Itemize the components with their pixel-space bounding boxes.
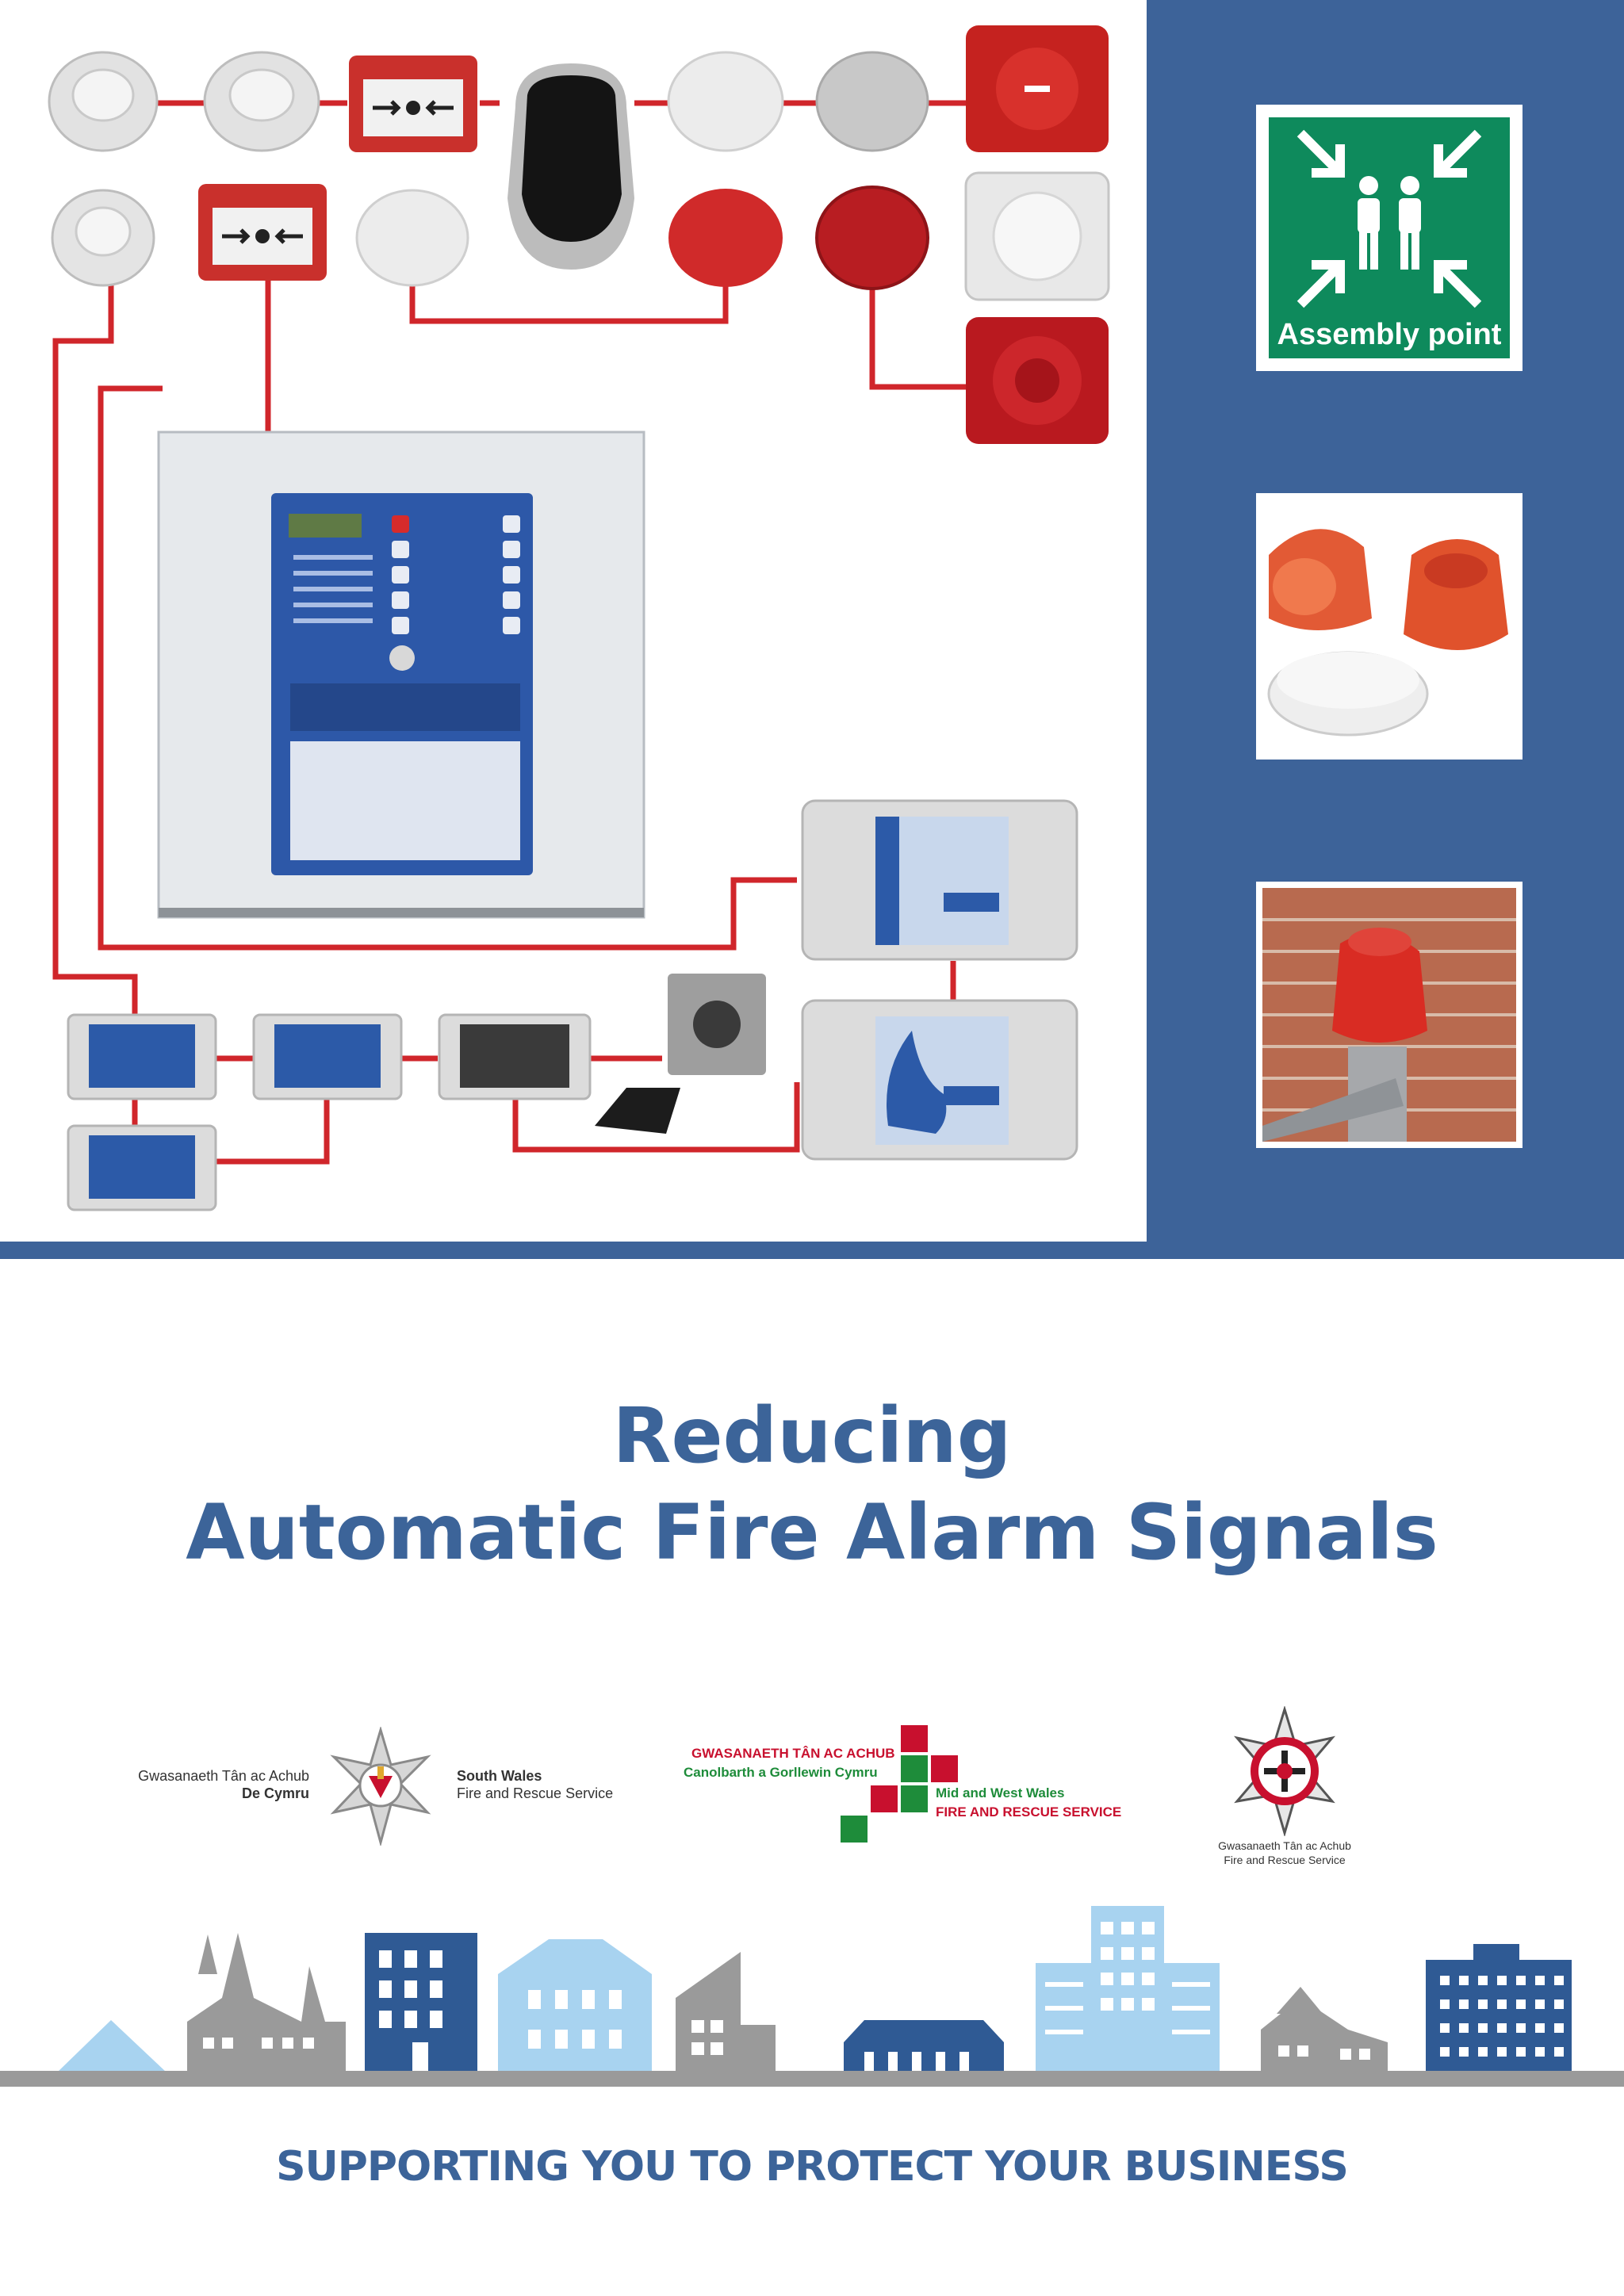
north-wales-name-1: Gwasanaeth Tân ac Achub [1218, 1839, 1351, 1852]
north-wales-crest-icon [1233, 1706, 1336, 1836]
fire-alarm-system-figure: Assembly point [0, 0, 1624, 1261]
beacon-icon [815, 186, 929, 290]
smoke-detector-icon [51, 189, 155, 287]
mid-west-wales-squares-icon [841, 1725, 958, 1843]
assembly-point-sign: Assembly point [1256, 105, 1522, 371]
fire-alarm-control-panel [157, 430, 645, 919]
alarm-wiring [52, 100, 967, 1165]
wall-sounder-icon [966, 25, 1109, 152]
heat-detector-icon [355, 189, 469, 287]
alarm-accessory-icon [801, 999, 1078, 1161]
mid-west-wales-english-name-2: FIRE AND RESCUE SERVICE [936, 1804, 1122, 1820]
beam-detector-icon [508, 63, 634, 270]
assembly-people-icon [1358, 176, 1421, 270]
arrows-inward-icon [1297, 129, 1482, 308]
smoke-detector-icon [203, 51, 320, 152]
interface-module-icon [67, 1013, 217, 1100]
page-title-line2: Automatic Fire Alarm Signals [186, 1488, 1438, 1577]
south-wales-crest-icon [330, 1727, 431, 1846]
south-wales-english-name-2: Fire and Rescue Service [457, 1785, 614, 1801]
mid-west-wales-welsh-name-1: GWASANAETH TÂN AC ACHUB [691, 1746, 895, 1761]
door-holder-bracket [595, 1088, 680, 1134]
mid-west-wales-english-name-1: Mid and West Wales [936, 1785, 1065, 1800]
manual-call-point-icon [198, 184, 327, 281]
wall-sounder-icon [964, 171, 1110, 301]
heat-detector-icon [667, 51, 784, 152]
south-wales-english-name-1: South Wales [457, 1768, 542, 1784]
north-wales-name-2: Fire and Rescue Service [1224, 1854, 1346, 1866]
door-holder-icon [693, 1001, 741, 1048]
beacon-icon [668, 189, 783, 287]
sensor-icon [815, 51, 929, 152]
figure-bottom-band [0, 1242, 1624, 1259]
south-wales-welsh-name-2: De Cymru [241, 1785, 309, 1801]
skyline-ground [0, 2071, 1624, 2087]
interface-module-icon [438, 1013, 592, 1100]
page-title-line1: Reducing [612, 1391, 1012, 1480]
assembly-point-text: Assembly point [1277, 318, 1502, 351]
wall-sounder-icon [966, 317, 1109, 444]
wall-sounder-photo [1256, 882, 1522, 1148]
interface-module-icon [252, 1013, 403, 1100]
south-wales-welsh-name-1: Gwasanaeth Tân ac Achub [138, 1768, 309, 1784]
city-skyline-illustration [0, 1906, 1624, 2087]
sounder-photo [1256, 493, 1522, 760]
tagline: SUPPORTING YOU TO PROTECT YOUR BUSINESS [276, 2143, 1349, 2191]
manual-call-point-icon [349, 55, 477, 152]
interface-module-icon [67, 1124, 217, 1211]
smoke-detector-icon [48, 51, 159, 152]
alarm-accessory-icon [801, 799, 1078, 961]
mid-west-wales-welsh-name-2: Canolbarth a Gorllewin Cymru [684, 1765, 878, 1780]
